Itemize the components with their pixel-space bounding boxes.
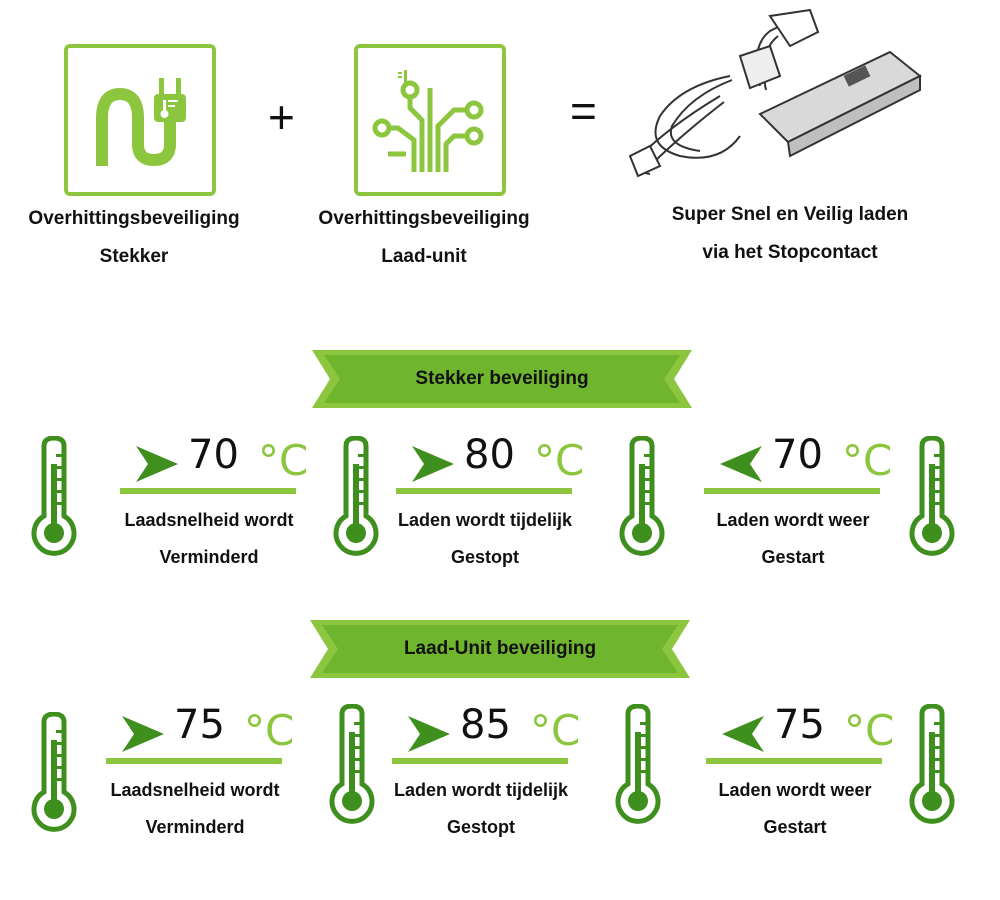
rule-description-line2: Gestart [763, 817, 827, 837]
temperature-unit: °C [534, 436, 585, 485]
thermometer-icon [31, 712, 77, 832]
threshold-underline [704, 488, 880, 494]
threshold-underline [120, 488, 296, 494]
rule-description-line1: Laden wordt tijdelijk [397, 510, 572, 530]
top-caption-charger: Super Snel en Veilig laden via het Stopc… [630, 196, 950, 272]
thermometer-icon [619, 436, 665, 556]
temperature-unit: °C [258, 436, 309, 485]
rule-description-line1: Laden wordt weer [716, 510, 870, 530]
thermometer-icon [615, 704, 661, 824]
thermometer-icon [329, 704, 375, 824]
unit-overheat-icon-box [354, 44, 506, 196]
ribbon-banner-shape [312, 350, 692, 408]
greater-than-icon [408, 716, 450, 752]
rule-description-line2: Gestopt [446, 817, 515, 837]
thermometer-icon [31, 436, 77, 556]
thermometer-icon [909, 436, 955, 556]
section-title-plug: Stekker beveiliging [415, 368, 589, 389]
top-caption-plug-line1: Overhittingsbeveiliging [28, 208, 240, 229]
section-title-unit: Laad-Unit beveiliging [403, 638, 597, 659]
rule-description-line1: Laadsnelheid wordt [124, 510, 294, 530]
rule-description-line2: Verminderd [159, 547, 259, 567]
section-banner-plug: Stekker beveiliging [312, 350, 692, 408]
plug-overheat-icon-box [64, 44, 216, 196]
ribbon-banner-shape [310, 620, 690, 678]
rule-description-line2: Verminderd [145, 817, 245, 837]
temperature-value: 85 [460, 702, 511, 748]
greater-than-icon [412, 446, 454, 482]
temperature-value: 75 [174, 702, 225, 748]
temperature-unit: °C [842, 436, 893, 485]
less-than-icon [722, 716, 764, 752]
rule-description-line2: Gestart [761, 547, 825, 567]
greater-than-icon [122, 716, 164, 752]
thermometer-icon [909, 704, 955, 824]
greater-than-icon [136, 446, 178, 482]
ev-charger-cable-image [628, 8, 922, 178]
plug-cable-icon [96, 78, 186, 167]
top-caption-plug: Overhittingsbeveiliging Stekker [4, 200, 264, 276]
top-caption-plug-line2: Stekker [99, 246, 169, 267]
top-caption-unit-line1: Overhittingsbeveiliging [318, 208, 530, 229]
rule-description-line1: Laden wordt weer [718, 780, 872, 800]
temperature-value: 80 [464, 432, 515, 478]
equals-sign: = [570, 85, 597, 137]
top-caption-unit-line2: Laad-unit [381, 246, 467, 267]
plus-sign: + [268, 91, 295, 143]
threshold-underline [396, 488, 572, 494]
temperature-unit: °C [244, 706, 295, 755]
rule-description-line1: Laden wordt tijdelijk [393, 780, 568, 800]
section-banner-unit: Laad-Unit beveiliging [310, 620, 690, 678]
temperature-unit: °C [530, 706, 581, 755]
temperature-unit: °C [844, 706, 895, 755]
top-caption-unit: Overhittingsbeveiliging Laad-unit [294, 200, 554, 276]
threshold-underline [392, 758, 568, 764]
temperature-value: 70 [772, 432, 823, 478]
threshold-underline [706, 758, 882, 764]
circuit-icon [372, 70, 484, 172]
rule-description-line2: Gestopt [450, 547, 519, 567]
top-caption-charger-line1: Super Snel en Veilig laden [671, 204, 909, 225]
thermometer-icon [333, 436, 379, 556]
temperature-value: 75 [774, 702, 825, 748]
threshold-underline [106, 758, 282, 764]
top-caption-charger-line2: via het Stopcontact [702, 242, 878, 263]
rule-description-line1: Laadsnelheid wordt [110, 780, 280, 800]
less-than-icon [720, 446, 762, 482]
temperature-value: 70 [188, 432, 239, 478]
